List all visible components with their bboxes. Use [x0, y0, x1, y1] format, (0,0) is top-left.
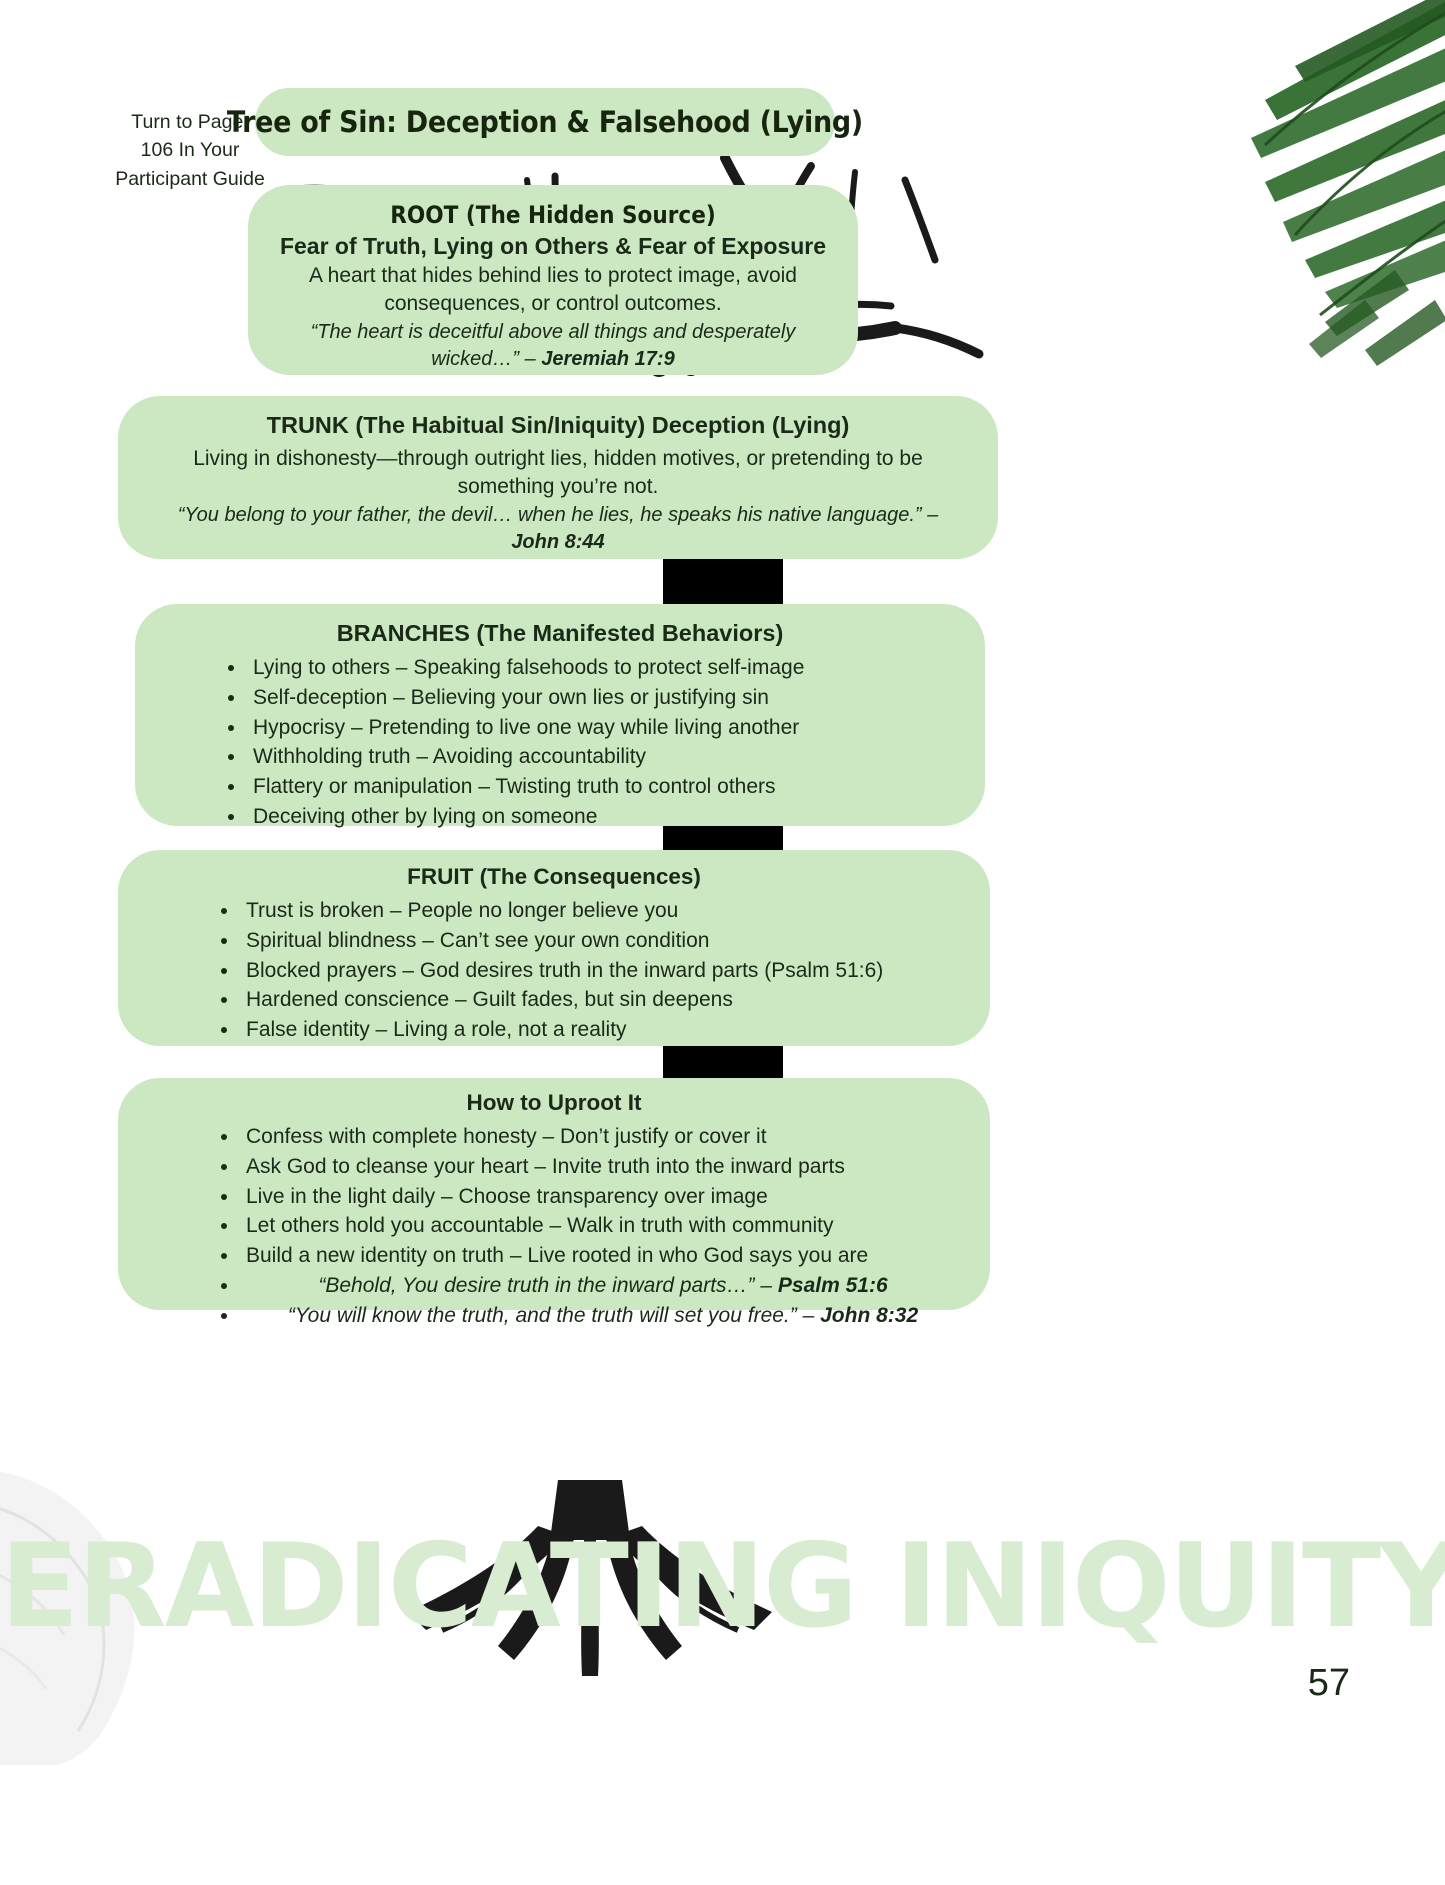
uproot-heading: How to Uproot It: [466, 1090, 642, 1115]
turn-to-page-note: Turn to Page: 106 In Your Participant Gu…: [110, 108, 270, 193]
trunk-scripture-reference: John 8:44: [511, 530, 605, 553]
fabric-decoration: [0, 1471, 135, 1765]
uproot-list: Confess with complete honesty – Don’t ju…: [148, 1122, 960, 1331]
list-item: Flattery or manipulation – Twisting trut…: [247, 772, 955, 802]
trunk-scripture-text: “You belong to your father, the devil… w…: [177, 504, 939, 527]
root-section-box: ROOT (The Hidden Source) Fear of Truth, …: [248, 185, 858, 375]
list-item: Ask God to cleanse your heart – Invite t…: [240, 1152, 960, 1182]
connector-trunk-to-branches: [662, 559, 783, 604]
uproot-verse-text-2: “You will know the truth, and the truth …: [287, 1303, 821, 1327]
root-scripture-reference: Jeremiah 17:9: [541, 347, 675, 370]
tree-roots-artwork: [408, 1480, 772, 1676]
trunk-body-line-2: something you’re not.: [457, 474, 659, 498]
list-item: Trust is broken – People no longer belie…: [240, 896, 960, 926]
trunk-body-line-1: Living in dishonesty—through outright li…: [193, 447, 923, 470]
turn-note-line-1: Turn to Page:: [131, 111, 249, 133]
uproot-verse-ref-2: John 8:32: [820, 1303, 919, 1327]
list-item: Let others hold you accountable – Walk i…: [240, 1211, 960, 1241]
root-heading: ROOT (The Hidden Source): [390, 201, 716, 229]
list-item: Hardened conscience – Guilt fades, but s…: [240, 985, 960, 1015]
list-item: Self-deception – Believing your own lies…: [247, 683, 955, 713]
branches-list: Lying to others – Speaking falsehoods to…: [165, 653, 955, 832]
branches-heading: BRANCHES (The Manifested Behaviors): [336, 620, 784, 646]
turn-note-line-3: Participant Guide: [115, 167, 265, 190]
trunk-section-box: TRUNK (The Habitual Sin/Iniquity) Decept…: [118, 396, 998, 559]
uproot-verse-text-1: “Behold, You desire truth in the inward …: [318, 1274, 778, 1298]
root-subheading: Fear of Truth, Lying on Others & Fear of…: [279, 233, 827, 259]
fruit-section-box: FRUIT (The Consequences) Trust is broken…: [118, 850, 990, 1046]
list-item: Build a new identity on truth – Live roo…: [240, 1241, 960, 1271]
fruit-heading: FRUIT (The Consequences): [407, 864, 701, 889]
root-body-line-1: A heart that hides behind lies to protec…: [309, 264, 797, 287]
watermark-text: ERADICATING INIQUITY: [0, 1519, 1445, 1654]
root-scripture: “The heart is deceitful above all things…: [274, 319, 832, 372]
uproot-section-box: How to Uproot It Confess with complete h…: [118, 1078, 990, 1327]
list-item-verse: “Behold, You desire truth in the inward …: [240, 1271, 960, 1301]
list-item: Deceiving other by lying on someone: [247, 802, 955, 832]
branches-section-box: BRANCHES (The Manifested Behaviors) Lyin…: [135, 604, 985, 828]
list-item: Blocked prayers – God desires truth in t…: [240, 956, 960, 986]
list-item: Withholding truth – Avoiding accountabil…: [247, 742, 955, 772]
trunk-scripture: “You belong to your father, the devil… w…: [152, 502, 964, 555]
turn-note-line-2: 106 In Your: [140, 139, 240, 162]
uproot-verse-ref-1: Psalm 51:6: [777, 1274, 888, 1298]
fruit-list: Trust is broken – People no longer belie…: [148, 896, 960, 1045]
palm-leaf-decoration: [1251, 0, 1445, 366]
list-item-verse: “You will know the truth, and the truth …: [240, 1301, 960, 1331]
diagram-title-box: Tree of Sin: Deception & Falsehood (Lyin…: [227, 88, 863, 156]
page-title: Tree of Sin: Deception & Falsehood (Lyin…: [226, 105, 864, 139]
list-item: Hypocrisy – Pretending to live one way w…: [247, 713, 955, 743]
list-item: Live in the light daily – Choose transpa…: [240, 1182, 960, 1212]
root-body-line-2: consequences, or control outcomes.: [384, 291, 722, 315]
list-item: Confess with complete honesty – Don’t ju…: [240, 1122, 960, 1152]
list-item: Spiritual blindness – Can’t see your own…: [240, 926, 960, 956]
trunk-heading: TRUNK (The Habitual Sin/Iniquity) Decept…: [266, 412, 850, 438]
page-number: 57: [1307, 1662, 1350, 1704]
list-item: Lying to others – Speaking falsehoods to…: [247, 653, 955, 683]
list-item: False identity – Living a role, not a re…: [240, 1015, 960, 1045]
